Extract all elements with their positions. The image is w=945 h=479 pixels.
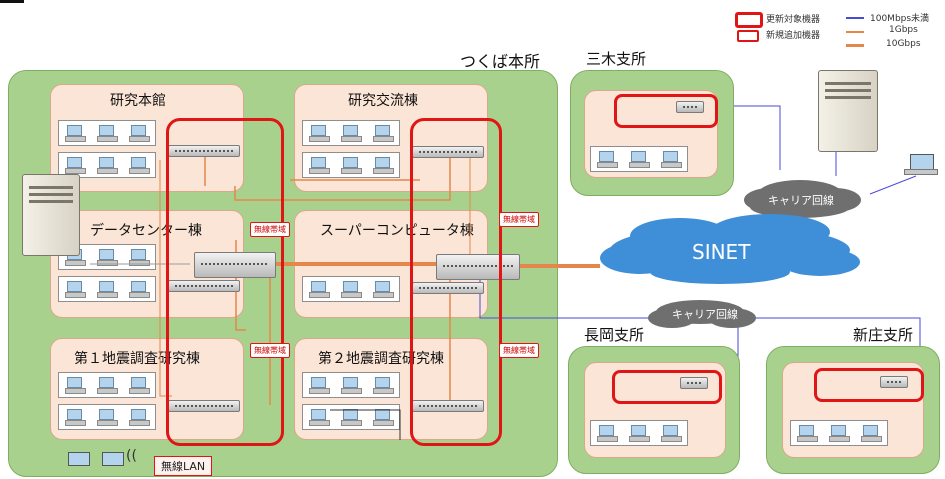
pc-group [302,276,400,302]
sinet-label: SINET [692,240,751,264]
legend-line-100m [846,17,864,19]
pc-group [790,420,888,446]
pc-group [58,372,156,398]
server-icon [22,174,80,256]
tsukuba-title: つくば本所 [460,52,541,71]
legend-swatch-new [737,30,759,42]
legend-label-update: 更新対象機器 [766,15,821,25]
pc-group [590,420,688,446]
shinjo-title: 新庄支所 [853,326,914,344]
wireless-callout: 無線帯域 [499,343,539,358]
pc-group [58,404,156,430]
pc-group [302,152,400,178]
pc-group [58,152,156,178]
pc-group [302,372,400,398]
wireless-callout: 無線帯域 [499,212,539,227]
legend-label-1g: 1Gbps [889,25,918,35]
server-icon [818,70,878,152]
nagaoka-switch [680,377,708,389]
wifi-icon: (( [126,448,137,464]
carrier-label-lower: キャリア回線 [672,308,738,321]
legend-label-10g: 10Gbps [886,39,921,49]
miki-update-box [614,94,718,128]
carrier-cloud-upper [744,180,861,218]
switch-seismic-1 [168,400,240,412]
pc-group [590,146,688,172]
core-switch-supercomputer [436,254,520,280]
nagaoka-title: 長岡支所 [584,326,645,344]
switch-seismic-2 [412,400,484,412]
wireless-callout: 無線帯域 [250,222,290,237]
wireless-callout: 無線帯域 [250,343,290,358]
carrier-label-upper: キャリア回線 [768,194,834,207]
legend-swatch-update [735,12,763,28]
update-target-right [410,118,502,446]
nagaoka-update-box [612,370,722,404]
pc-group [302,404,400,430]
core-switch-datacenter [194,252,276,278]
laptop-base-icon [904,169,938,175]
building-name: 研究本館 [110,93,166,109]
laptop-icon [102,452,124,466]
legend-line-10g [846,44,864,47]
update-target-left [166,118,284,446]
legend-line-1g [846,31,864,33]
shinjo-switch [880,376,908,388]
pc-group [58,120,156,146]
pc-group [58,276,156,302]
pc-group [302,120,400,146]
shinjo-update-box [814,368,924,402]
miki-title: 三木支所 [586,50,647,68]
building-name: スーパーコンピュータ棟 [320,223,474,239]
building-name: 研究交流棟 [348,93,418,109]
building-name: データセンター棟 [90,223,202,239]
corner-mark [0,0,24,3]
wireless-lan-label: 無線LAN [154,456,213,476]
laptop-icon [910,154,934,170]
laptop-icon [68,452,90,466]
legend-label-new: 新規追加機器 [766,31,821,41]
carrier-cloud-lower [648,300,756,328]
legend-label-100m: 100Mbps未満 [870,14,930,24]
sinet-cloud [600,214,860,284]
miki-switch [676,101,704,113]
